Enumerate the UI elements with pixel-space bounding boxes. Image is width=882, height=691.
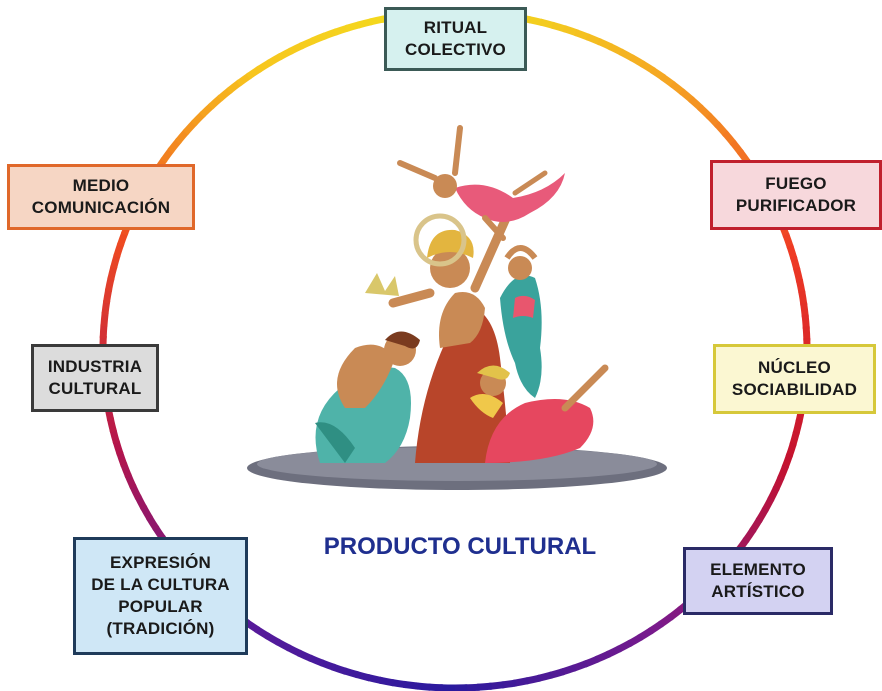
node-fuego-purificador: FUEGO PURIFICADOR [710,160,882,230]
falla-sculpture-image [247,125,667,490]
node-ritual-colectivo: RITUAL COLECTIVO [384,7,527,71]
bottom-right-dancer [485,399,594,463]
node-medio-comunicacion: MEDIO COMUNICACIÓN [7,164,195,230]
node-label: MEDIO COMUNICACIÓN [31,176,171,217]
center-title: PRODUCTO CULTURAL [323,533,597,560]
node-expresion-cultura-popular: EXPRESIÓN DE LA CULTURA POPULAR (TRADICI… [73,537,248,655]
node-nucleo-sociabilidad: NÚCLEO SOCIABILIDAD [713,344,876,414]
node-label: INDUSTRIA CULTURAL [47,357,143,398]
node-elemento-artistico: ELEMENTO ARTÍSTICO [683,547,833,615]
node-label: RITUAL COLECTIVO [405,18,506,59]
top-dancer [455,173,565,222]
node-label: EXPRESIÓN DE LA CULTURA POPULAR (TRADICI… [91,553,230,638]
node-label: ELEMENTO ARTÍSTICO [710,560,806,601]
right-dancer [500,275,542,398]
node-label: FUEGO PURIFICADOR [735,174,857,215]
node-industria-cultural: INDUSTRIA CULTURAL [31,344,159,412]
central-figure [415,308,510,463]
node-label: NÚCLEO SOCIABILIDAD [731,358,858,399]
